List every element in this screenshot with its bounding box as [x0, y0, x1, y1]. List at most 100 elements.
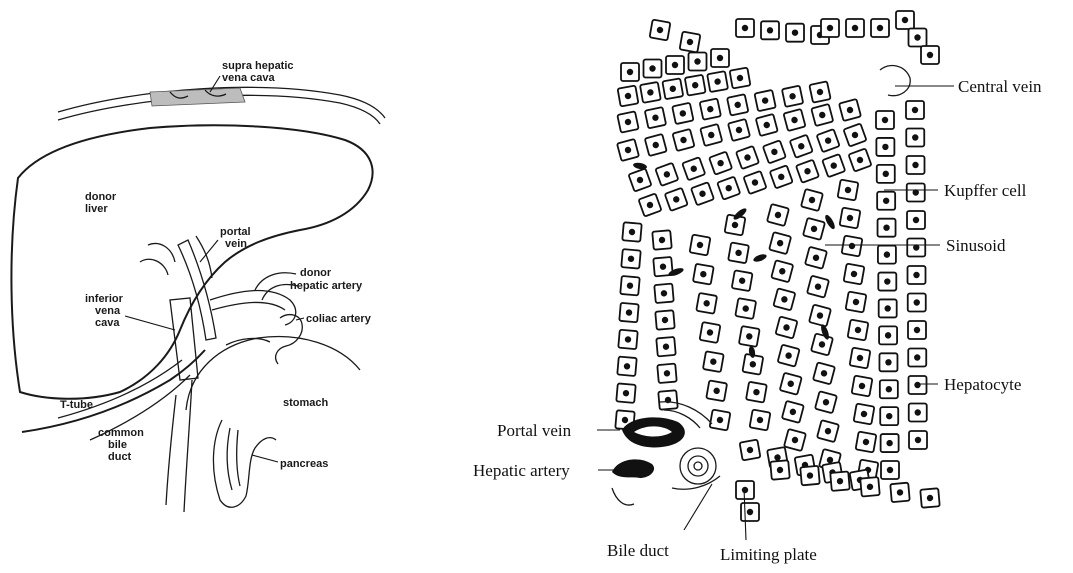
hepatocyte-cell: [805, 247, 827, 269]
label-hepatocyte: Hepatocyte: [944, 375, 1021, 394]
label-t-tube: T-tube: [60, 399, 93, 411]
hepatocyte-cell: [754, 90, 775, 111]
hepatocyte-cell: [813, 362, 835, 384]
hepatocyte-cell: [811, 104, 833, 126]
hepatocyte-cell: [761, 21, 779, 39]
hepatocyte-cell: [656, 337, 676, 357]
hepatocyte-cell: [842, 236, 863, 257]
hepatocyte-cell: [666, 56, 684, 74]
hepatocyte-cell: [640, 82, 661, 103]
hepatocyte-cell: [707, 71, 728, 92]
hepatocyte-cell: [617, 357, 637, 377]
hepatocyte-cell: [906, 129, 924, 147]
hepatocyte-cell: [878, 219, 896, 237]
hepatocyte-cell: [907, 156, 925, 174]
hepatocyte-cell: [839, 99, 861, 121]
hepatocyte-cell: [645, 134, 667, 156]
hepatocyte-cell: [618, 86, 639, 107]
hepatocyte-cell: [732, 270, 753, 291]
hepatocyte-cell: [658, 390, 678, 410]
label-coliac-artery: coliac artery: [306, 313, 372, 325]
hepatocyte-cell: [817, 420, 839, 442]
hepatocyte-cell: [782, 86, 803, 107]
label-bile-duct: Bile duct: [607, 541, 669, 560]
hepatocyte-cell: [778, 345, 800, 367]
hepatocyte-cell: [728, 119, 750, 141]
hepatocyte-cell: [619, 303, 639, 323]
hepatocyte-cell: [920, 488, 940, 508]
hepatocyte-cell: [817, 129, 840, 152]
hepatocyte-cell: [877, 165, 895, 183]
hepatocyte-cell: [908, 321, 926, 339]
hepatocyte-cell: [763, 140, 786, 163]
hepatocyte-cell: [844, 264, 865, 285]
hepatocyte-cell: [880, 407, 898, 425]
hepatocyte-cell: [767, 204, 789, 226]
hepatocyte-cell: [809, 81, 830, 102]
hepatocyte-cell: [807, 276, 829, 298]
hepatocyte-cell: [650, 20, 671, 41]
hepatocyte-cell: [689, 53, 707, 71]
hepatocyte-cell: [693, 264, 714, 285]
hepatocyte-cell: [881, 434, 899, 452]
hepatocyte-cell: [896, 11, 914, 29]
hepatocyte-cell: [700, 124, 722, 146]
hepatocyte-cell: [840, 208, 861, 229]
hepatocyte-cell: [616, 383, 636, 403]
hepatocyte-cell: [822, 154, 845, 177]
hepatocyte-cell: [780, 373, 802, 395]
label-portal-vein-lobule: Portal vein: [497, 421, 572, 440]
coliac-artery-vessel: [276, 315, 303, 364]
hepatocyte-cell: [645, 107, 666, 128]
hepatocyte-cell: [743, 171, 766, 194]
hepatocyte-cell: [906, 101, 924, 119]
label-limiting-plate: Limiting plate: [720, 545, 817, 564]
hepatocyte-cell: [682, 157, 705, 180]
label-kupffer-cell: Kupffer cell: [944, 181, 1027, 200]
hepatocyte-cell: [907, 211, 925, 229]
hepatocyte-cell: [811, 333, 833, 355]
label-pancreas: pancreas: [280, 458, 328, 470]
hepatocyte-cell: [739, 326, 760, 347]
hepatocyte-cell: [657, 364, 677, 384]
hepatic-artery-shape: [612, 459, 654, 478]
hepatocyte-cell: [848, 148, 871, 171]
bile-duct-shape: [680, 448, 716, 484]
hepatocyte-cell: [909, 376, 927, 394]
hepatocyte-cell: [879, 326, 897, 344]
hepatocyte-cell: [644, 60, 662, 78]
hepatocyte-cell: [856, 432, 877, 453]
hepatocyte-cell: [850, 348, 871, 369]
label-donor-hepatic-artery: donor hepatic artery: [290, 267, 363, 292]
hepatocyte-cell: [700, 98, 721, 119]
hepatocyte-cell: [878, 273, 896, 291]
hepatocyte-cell: [907, 184, 925, 202]
hepatocyte-cell: [809, 305, 831, 327]
portal-vein-vessel: [178, 240, 216, 340]
donor-liver-outline: [11, 125, 372, 398]
hepatocyte-cell: [860, 477, 880, 497]
hepatocyte-cell: [628, 168, 651, 191]
hepatocyte-cell: [908, 349, 926, 367]
hepatocyte-cell: [711, 49, 729, 67]
hepatocyte-cell: [803, 218, 825, 240]
hepatocyte-cell: [655, 163, 678, 186]
hepatocyte-cell: [830, 471, 850, 491]
hepatocyte-cell: [921, 46, 939, 64]
hepatocyte-cell: [783, 109, 805, 131]
hepatocyte-cell: [691, 182, 714, 205]
hepatocyte-cell: [800, 466, 820, 486]
hepatocyte-cell: [770, 165, 793, 188]
hepatocyte-cell: [652, 230, 672, 250]
hepatocyte-cell: [890, 483, 910, 503]
hepatocyte-cell: [672, 103, 693, 124]
hepatocyte-cell: [736, 146, 759, 169]
hepatocyte-cell: [838, 180, 859, 201]
hepatocyte-cell: [771, 260, 793, 282]
label-hepatic-artery: Hepatic artery: [473, 461, 570, 480]
hepatocyte-cell: [709, 152, 732, 175]
hepatocyte-cell: [617, 111, 638, 132]
hepatocyte-cell: [735, 298, 756, 319]
hepatocyte-cell: [769, 232, 791, 254]
hepatocyte-cell: [700, 322, 721, 343]
